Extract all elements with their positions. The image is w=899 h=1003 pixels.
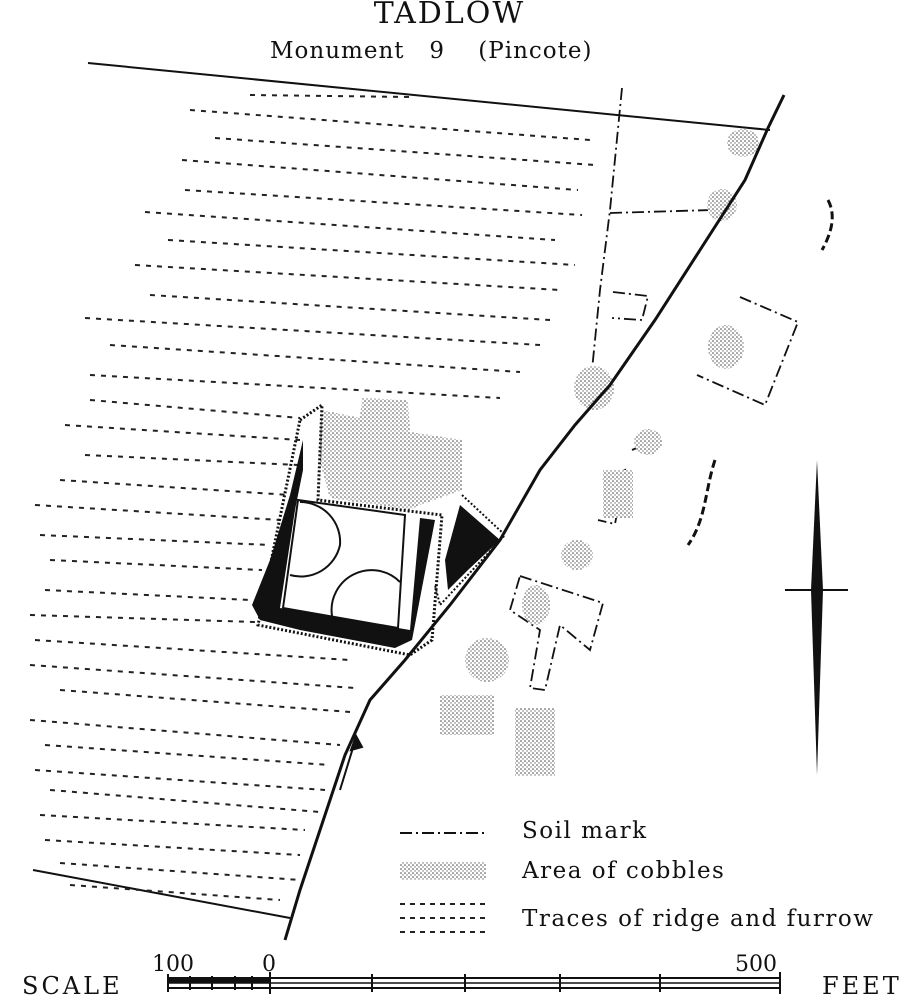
direction-arrow-icon	[339, 733, 364, 791]
scale-bar	[167, 972, 781, 994]
map-subtitle: Monument 9 (Pincote)	[270, 38, 593, 64]
ridge-line	[59, 689, 351, 713]
ridge-line	[44, 589, 251, 601]
ridge-line	[59, 479, 291, 496]
road-line	[283, 94, 786, 941]
hollow-way	[686, 199, 834, 546]
ridge-line	[167, 239, 576, 266]
ridge-line	[59, 862, 301, 881]
map-title: TADLOW	[373, 0, 526, 31]
ridge-line	[249, 94, 411, 98]
ridge-line	[44, 744, 331, 766]
ridge-line	[34, 769, 326, 791]
ridge-line	[39, 814, 306, 831]
scale-label: SCALE	[22, 972, 123, 1000]
scale-unit: FEET	[822, 972, 899, 1000]
ridge-line	[89, 374, 501, 399]
north-arrow-icon	[785, 460, 848, 775]
ridge-line	[189, 109, 591, 141]
field-boundary	[32, 62, 771, 919]
ridge-line	[29, 664, 356, 689]
ridge-line	[44, 839, 301, 856]
ridge-line	[34, 639, 351, 661]
ridge-line	[89, 399, 301, 419]
ridge-line	[134, 264, 561, 291]
legend-symbol-ridge-furrow	[400, 903, 486, 933]
ridge-line	[181, 159, 579, 191]
scale-tick-100: 100	[152, 952, 194, 977]
moated-enclosure	[252, 402, 507, 657]
legend-label-cobbles: Area of cobbles	[522, 858, 726, 884]
ridge-line	[184, 189, 583, 216]
ridge-line	[49, 559, 263, 571]
ridge-line	[29, 614, 256, 623]
ridge-line	[69, 884, 281, 901]
cobble-areas	[318, 129, 759, 776]
legend-symbol-cobbles	[400, 862, 486, 880]
ridge-line	[49, 789, 321, 813]
soil-mark-lines	[508, 87, 800, 692]
ridge-line	[84, 454, 299, 466]
scale-tick-0: 0	[262, 952, 276, 977]
legend-label-soil-mark: Soil mark	[522, 818, 648, 844]
ridge-line	[39, 534, 271, 546]
ridge-line	[149, 294, 551, 321]
ridge-and-furrow-traces	[29, 94, 596, 901]
ridge-line	[64, 424, 301, 441]
ridge-line	[34, 504, 281, 521]
scale-tick-500: 500	[735, 952, 777, 977]
ridge-line	[144, 211, 556, 241]
ridge-line	[29, 719, 341, 746]
legend-label-ridge-furrow: Traces of ridge and furrow	[522, 906, 875, 932]
ridge-line	[214, 137, 596, 166]
ridge-line	[109, 344, 521, 373]
ridge-line	[84, 317, 541, 346]
